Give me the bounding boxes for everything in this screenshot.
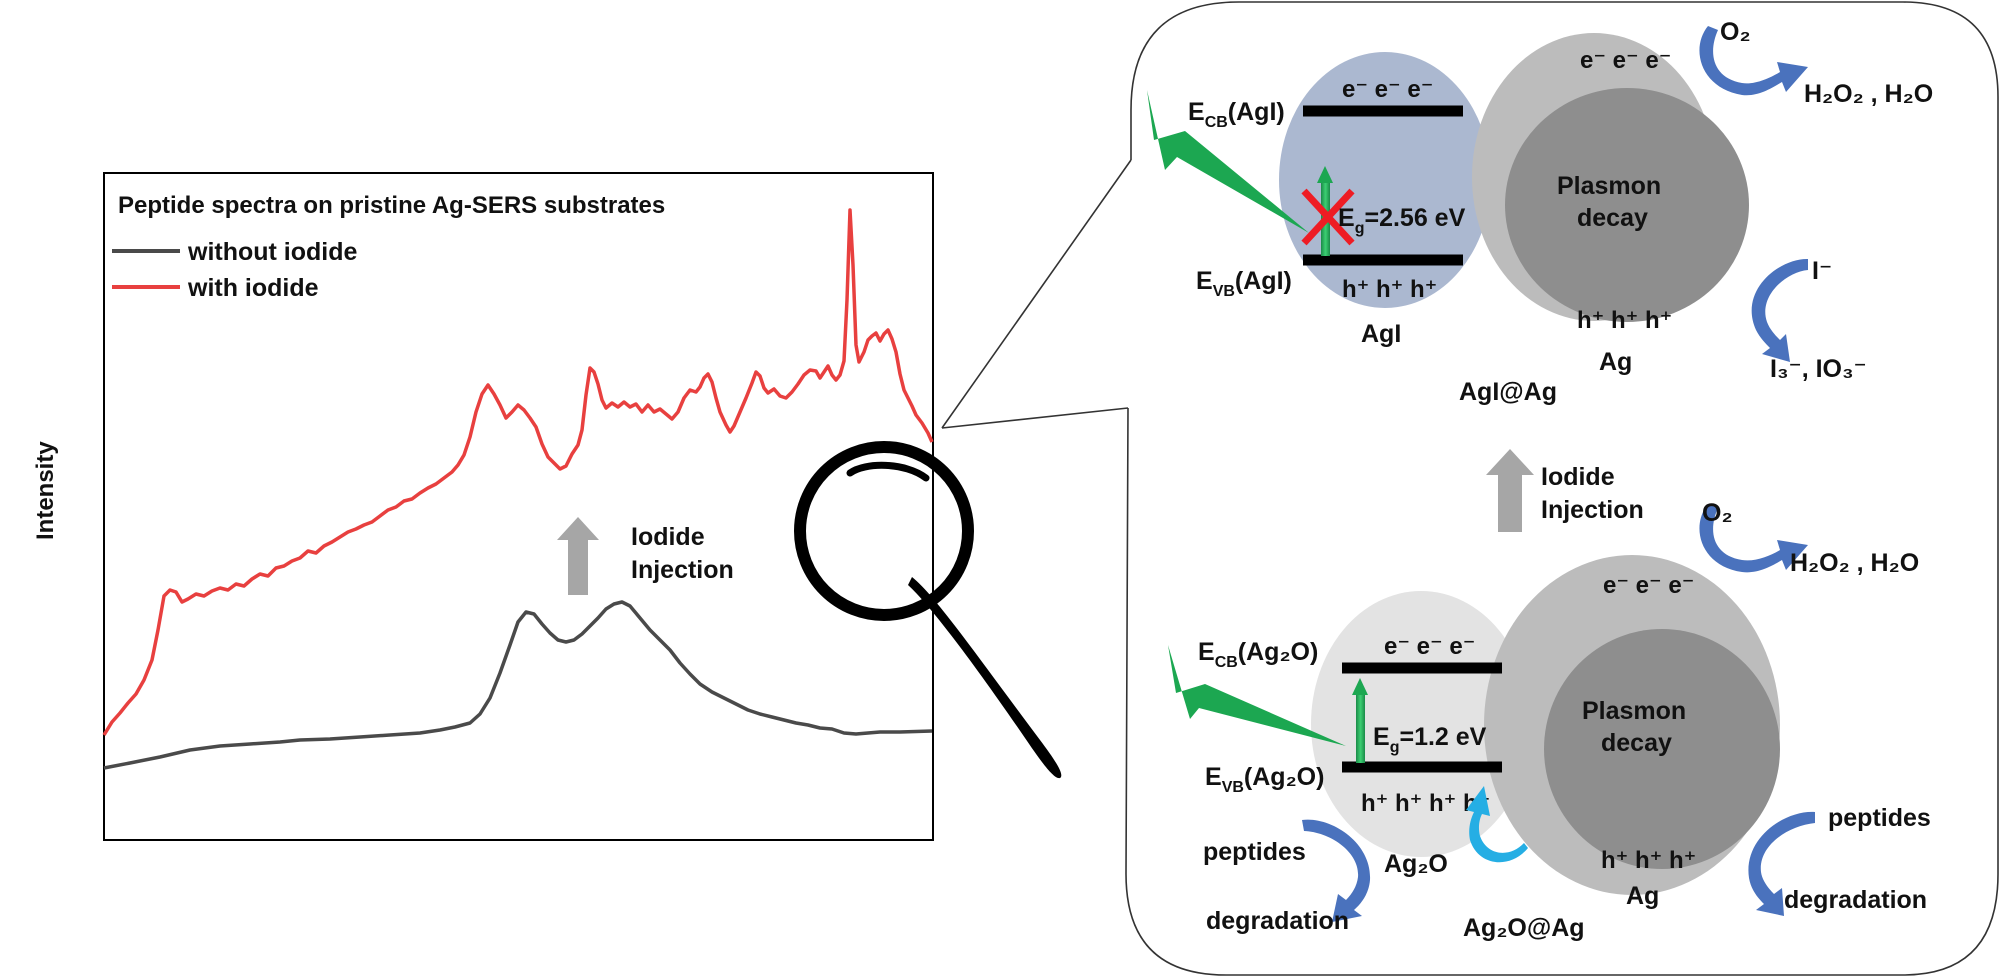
iodide-oxidation-products: I₃⁻, IO₃⁻ [1770,355,1867,383]
ag2o-holes: h⁺ h⁺ h⁺ h⁺ [1361,790,1490,817]
agi-ag-composite-label: AgI@Ag [1459,378,1557,406]
peptides-label-right: peptides [1828,804,1931,832]
agi-electrons: e⁻ e⁻ e⁻ [1342,76,1433,103]
peptides-label-left: peptides [1203,838,1306,866]
light-bolt-icon-bottom [1168,645,1346,746]
oxygen-products-top: H₂O₂ , H₂O [1804,80,1933,108]
ag-plasmon-label-bottom-1: Plasmon [1582,697,1686,725]
peptide-degradation-arrow-right [1748,811,1815,916]
oxygen-reduction-arrow-top [1699,26,1808,96]
oxygen-products-bottom: H₂O₂ , H₂O [1790,549,1919,577]
agi-holes: h⁺ h⁺ h⁺ [1342,276,1437,303]
ag-inner-core-top [1505,88,1749,322]
ag2o-ag-composite-label: Ag₂O@Ag [1463,914,1585,942]
ag2o-excitation-arrowhead [1352,678,1368,695]
agi-bandgap-label: Eg=2.56 eV [1338,204,1466,237]
legend-label-with-iodide: with iodide [187,274,319,302]
ag-plasmon-electrons-top: e⁻ e⁻ e⁻ [1580,47,1671,74]
ag-inner-core-bottom [1544,629,1780,869]
spectrum-line-with-iodide [102,208,934,736]
mechanism-panel-frame [1125,1,1999,976]
iodide-ion-label: I⁻ [1812,257,1832,285]
iodide-injection-label-left-2: Injection [631,556,734,584]
ag-plasmon-holes-bottom: h⁺ h⁺ h⁺ [1601,847,1696,874]
degradation-label-left: degradation [1206,907,1349,935]
spectrum-panel: Peptide spectra on pristine Ag-SERS subs… [32,172,934,841]
ag-plasmon-label-bottom-2: decay [1601,729,1672,757]
legend-label-without-iodide: without iodide [187,238,358,266]
ag-plasmon-label-top-2: decay [1577,204,1648,232]
ag2o-excitation-bar [1356,693,1365,763]
callout-line-bottom [941,407,1129,429]
ag2o-evb-label: EVB(Ag₂O) [1205,763,1324,796]
spectrum-line-without-iodide [103,600,933,770]
ag-plasmon-label-top-1: Plasmon [1557,172,1661,200]
hole-transfer-arrow-icon [1466,786,1528,863]
spectrum-title: Peptide spectra on pristine Ag-SERS subs… [118,192,665,219]
iodide-injection-label-left-1: Iodide [631,523,705,551]
iodide-injection-label-middle-2: Injection [1541,496,1644,524]
ag-plasmon-electrons-bottom: e⁻ e⁻ e⁻ [1603,572,1694,599]
agi-evb-label: EVB(AgI) [1196,267,1292,300]
ag-metal-label-bottom: Ag [1626,882,1659,910]
iodide-injection-arrow-left [557,517,599,595]
callout-line-top [941,159,1132,429]
ag-plasmon-holes-top: h⁺ h⁺ h⁺ [1577,307,1672,334]
iodide-injection-label-middle-1: Iodide [1541,463,1615,491]
ag2o-bandgap-label: Eg=1.2 eV [1373,723,1487,756]
ag2o-ecb-label: ECB(Ag₂O) [1198,638,1318,671]
ag2o-electrons: e⁻ e⁻ e⁻ [1384,633,1475,660]
spectrum-frame [103,172,934,841]
agi-semiconductor-label: AgI [1361,320,1401,348]
ag2o-particle [1311,591,1531,857]
agi-excitation-arrowhead [1317,166,1333,183]
ag2o-ag-composite: e⁻ e⁻ e⁻ h⁺ h⁺ h⁺ h⁺ ECB(Ag₂O) EVB(Ag₂O)… [1168,499,1931,942]
ag2o-semiconductor-label: Ag₂O [1384,850,1448,878]
oxygen-label-bottom: O₂ [1702,499,1733,527]
blocked-transfer-cross-icon [1301,188,1355,246]
iodide-oxidation-arrow [1751,258,1808,362]
degradation-label-right: degradation [1784,886,1927,914]
oxygen-label-top: O₂ [1720,18,1751,46]
ag-metal-label-top: Ag [1599,348,1632,376]
agi-ag-composite: e⁻ e⁻ e⁻ h⁺ h⁺ h⁺ ECB(AgI) EVB(AgI) Eg=2… [1147,18,1933,406]
agi-ecb-label: ECB(AgI) [1188,98,1285,131]
iodide-injection-arrow-middle [1486,449,1534,532]
oxygen-reduction-arrow-bottom [1699,504,1808,573]
magnifier-icon [794,441,1062,779]
peptide-degradation-arrow-left [1302,819,1371,922]
y-axis-label: Intensity [32,441,59,540]
